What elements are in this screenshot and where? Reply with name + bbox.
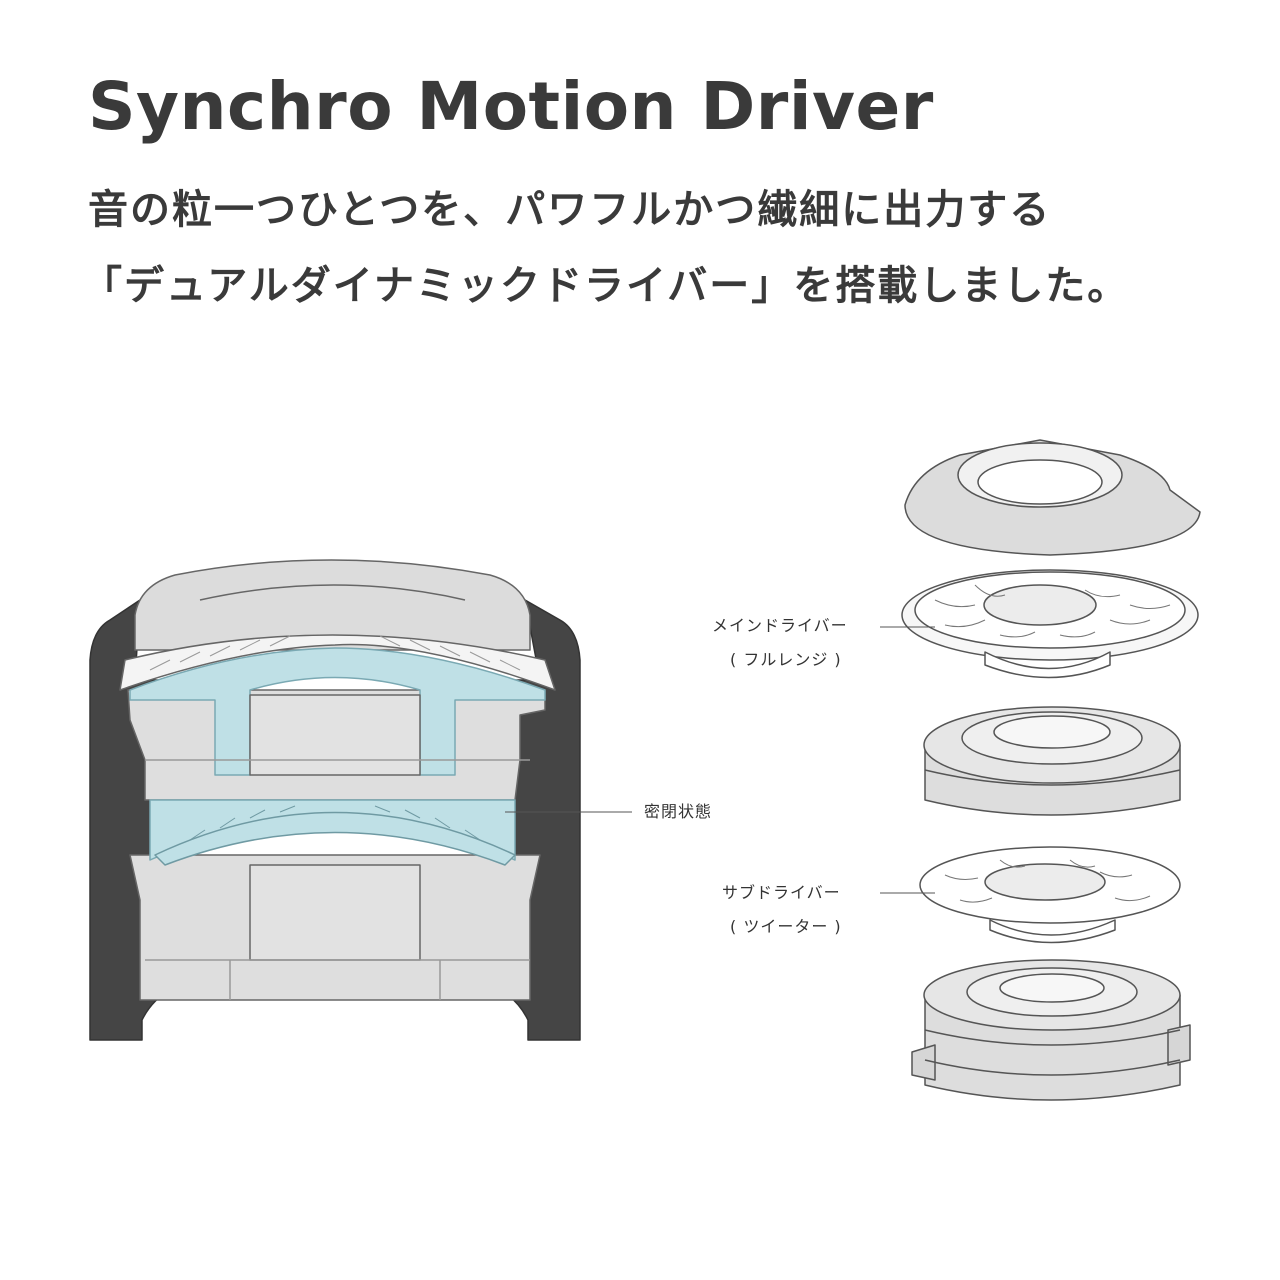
sub-diaphragm-ribs <box>189 805 481 841</box>
label-sub-driver-sub: ( ツイーター ) <box>730 917 842 936</box>
exploded-sub-driver <box>919 846 1181 944</box>
main-diaphragm-ribs <box>149 635 521 671</box>
page-title: Synchro Motion Driver <box>88 68 934 145</box>
cross-section-illustration <box>89 559 581 1041</box>
exploded-view <box>880 439 1201 1101</box>
top-cap-ridge <box>199 584 466 601</box>
top-cap <box>134 559 531 651</box>
exploded-bottom-base <box>911 959 1191 1101</box>
upper-chamber <box>249 694 421 776</box>
subtitle-line-1: 音の粒一つひとつを、パワフルかつ繊細に出力する <box>88 187 1052 233</box>
exploded-middle-body <box>923 706 1181 816</box>
label-main-driver: メインドライバー <box>712 616 848 635</box>
label-main-driver-sub: ( フルレンジ ) <box>730 650 842 669</box>
label-sealed: 密閉状態 <box>644 802 713 821</box>
sealed-region <box>129 647 546 776</box>
subtitle-line-2: 「デュアルダイナミックドライバー」を搭載しました。 <box>82 263 1130 309</box>
sub-diaphragm <box>154 811 516 866</box>
lower-chamber <box>249 864 421 961</box>
exploded-top-cap <box>904 439 1201 556</box>
exploded-main-driver <box>901 569 1199 679</box>
label-sub-driver: サブドライバー <box>722 883 841 902</box>
